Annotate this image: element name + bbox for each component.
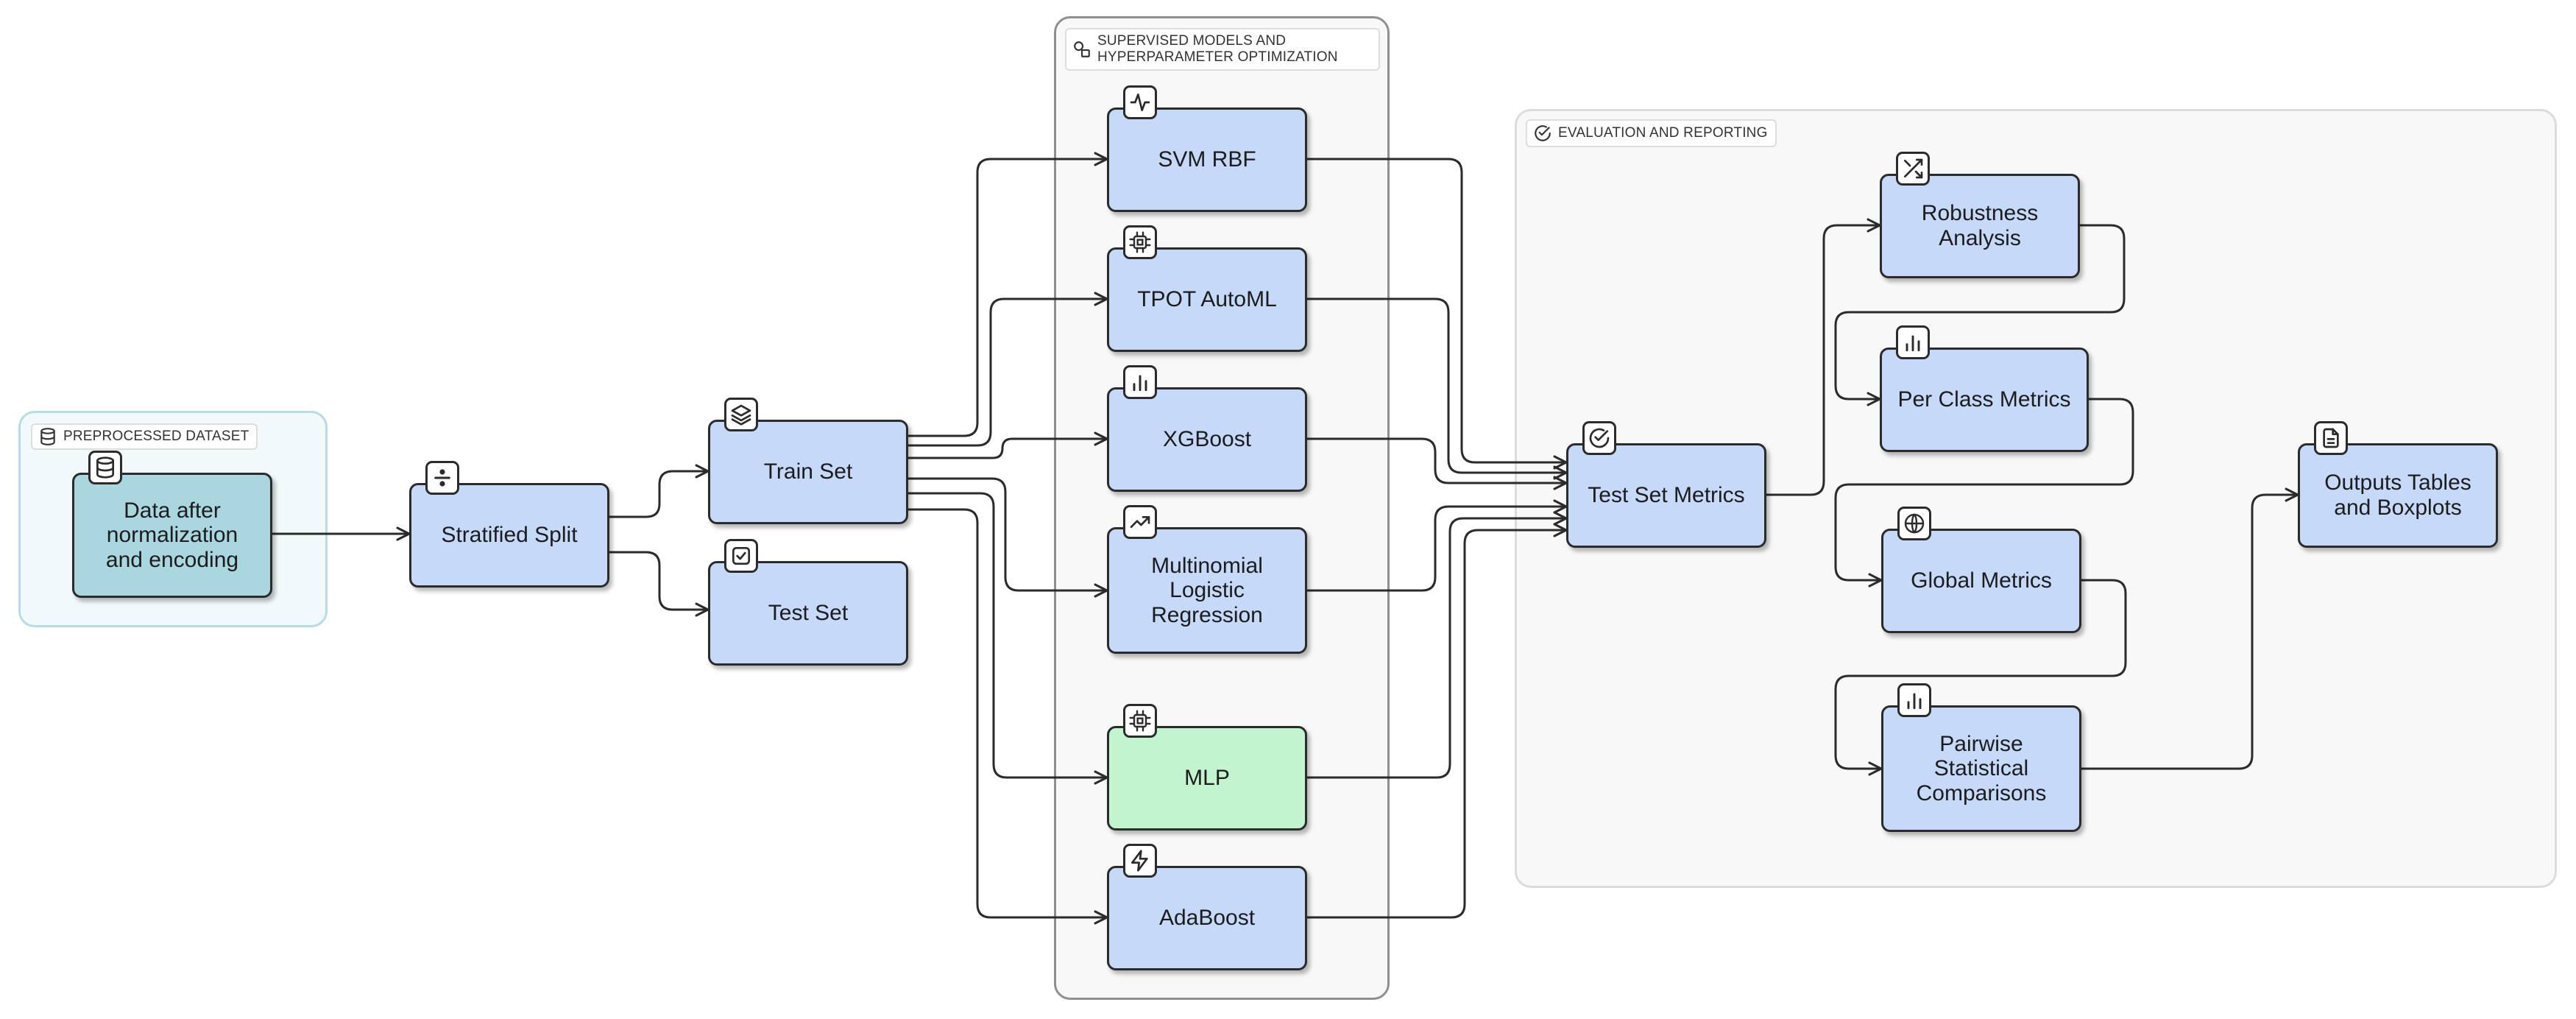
node-label: Multinomial Logistic Regression [1151, 554, 1263, 628]
node-label: SVM RBF [1158, 147, 1256, 172]
group-label-supervised: SUPERVISED MODELS AND HYPERPARAMETER OPT… [1065, 28, 1380, 71]
edge-pairwise-to-outputs [2081, 487, 2299, 770]
node-label-line: Logistic [1170, 578, 1245, 603]
cpu-icon [1123, 225, 1157, 259]
node-outputs-tables-boxplots: Outputs Tables and Boxplots [2298, 443, 2498, 548]
node-stratified-split: Stratified Split [409, 483, 609, 588]
node-label: XGBoost [1162, 427, 1252, 452]
node-multinomial-logistic-regression: Multinomial Logistic Regression [1107, 527, 1307, 654]
node-label: TPOT AutoML [1137, 287, 1277, 312]
node-label-line: normalization [106, 523, 238, 548]
bar-chart-icon [1896, 325, 1930, 359]
bar-chart-icon [1123, 365, 1157, 399]
node-label-line: and Boxplots [2334, 496, 2462, 520]
group-label-text: EVALUATION AND REPORTING [1558, 125, 1768, 141]
node-pairwise-statistical-comparisons: Pairwise Statistical Comparisons [1881, 705, 2081, 832]
node-label: Per Class Metrics [1897, 387, 2071, 412]
edge-train-to-xgb [908, 431, 1108, 459]
shuffle-icon [1896, 152, 1930, 186]
group-label-text: PREPROCESSED DATASET [63, 429, 250, 445]
group-label-line: SUPERVISED MODELS AND [1097, 33, 1287, 49]
node-label: AdaBoost [1158, 906, 1256, 931]
node-per-class-metrics: Per Class Metrics [1880, 348, 2089, 452]
zap-icon [1123, 844, 1157, 878]
node-label: Global Metrics [1911, 568, 2052, 593]
activity-icon [1123, 85, 1157, 119]
node-label: Test Set Metrics [1588, 483, 1745, 508]
node-label: Train Set [763, 459, 853, 484]
node-label: Data after normalization and encoding [106, 498, 238, 573]
node-svm-rbf: SVM RBF [1107, 107, 1307, 212]
checkbox-icon [724, 539, 758, 573]
edge-split-to-test [609, 551, 710, 617]
node-label-line: Comparisons [1916, 780, 2047, 805]
node-xgboost: XGBoost [1107, 387, 1307, 492]
divide-icon [425, 461, 459, 495]
node-label: Pairwise Statistical Comparisons [1917, 732, 2047, 806]
node-test-set-metrics: Test Set Metrics [1566, 443, 1766, 548]
node-label: MLP [1184, 766, 1230, 791]
edge-mlr-to-metrics [1307, 499, 1568, 592]
node-label-line: Robustness [1921, 201, 2039, 226]
group-label-line: HYPERPARAMETER OPTIMIZATION [1097, 49, 1338, 65]
edge-global-to-pairwise [1834, 579, 2127, 776]
node-label-line: Analysis [1939, 226, 2021, 250]
edge-train-to-mlr [908, 477, 1108, 598]
node-label-line: and encoding [105, 547, 239, 572]
edge-train-to-tpot [908, 292, 1108, 447]
node-label: Robustness Analysis [1922, 201, 2038, 250]
node-test-set: Test Set [708, 561, 908, 666]
shapes-icon [1072, 40, 1091, 59]
edge-train-to-svm [908, 152, 1108, 437]
cpu-icon [1123, 704, 1157, 738]
edge-ada-to-metrics [1307, 523, 1568, 919]
edge-mlp-to-metrics [1307, 511, 1568, 779]
node-label: Outputs Tables and Boxplots [2324, 470, 2471, 520]
node-data-after-normalization: Data after normalization and encoding [72, 473, 272, 598]
database-icon [88, 451, 122, 484]
edge-xgb-to-metrics [1307, 437, 1568, 490]
node-label-line: Pairwise [1939, 731, 2023, 756]
edge-metrics-to-robust [1766, 218, 1881, 496]
node-label-line: Data after [124, 498, 221, 523]
edge-train-to-mlp [908, 492, 1108, 785]
bar-chart-icon [1897, 683, 1931, 717]
node-robustness-analysis: Robustness Analysis [1880, 174, 2080, 278]
edge-train-to-ada [908, 508, 1108, 925]
group-label-preprocessed: PREPROCESSED DATASET [31, 423, 258, 450]
check-circle-icon [1582, 421, 1616, 455]
check-circle-icon [1533, 124, 1552, 143]
node-label: Test Set [768, 601, 849, 626]
node-label-line: Statistical [1933, 756, 2029, 781]
node-label: Stratified Split [441, 523, 578, 548]
edge-perclass-to-global [1834, 398, 2134, 588]
file-text-icon [2314, 421, 2348, 455]
edge-svm-to-metrics [1307, 158, 1568, 470]
node-label-line: Multinomial [1151, 553, 1263, 578]
layers-icon [724, 398, 758, 431]
edge-robust-to-perclass [1834, 224, 2126, 406]
node-tpot-automl: TPOT AutoML [1107, 247, 1307, 352]
node-train-set: Train Set [708, 420, 908, 524]
node-label-line: Outputs Tables [2324, 470, 2471, 496]
database-icon [38, 427, 57, 446]
node-global-metrics: Global Metrics [1881, 529, 2081, 633]
group-label-text: SUPERVISED MODELS AND HYPERPARAMETER OPT… [1097, 33, 1338, 66]
node-mlp: MLP [1107, 726, 1307, 831]
trending-up-icon [1123, 505, 1157, 539]
node-label-line: Regression [1151, 602, 1263, 627]
group-label-evaluation: EVALUATION AND REPORTING [1526, 119, 1777, 147]
edge-tpot-to-metrics [1307, 297, 1568, 480]
edge-split-to-train [609, 464, 710, 518]
globe-icon [1897, 507, 1931, 540]
node-adaboost: AdaBoost [1107, 866, 1307, 970]
